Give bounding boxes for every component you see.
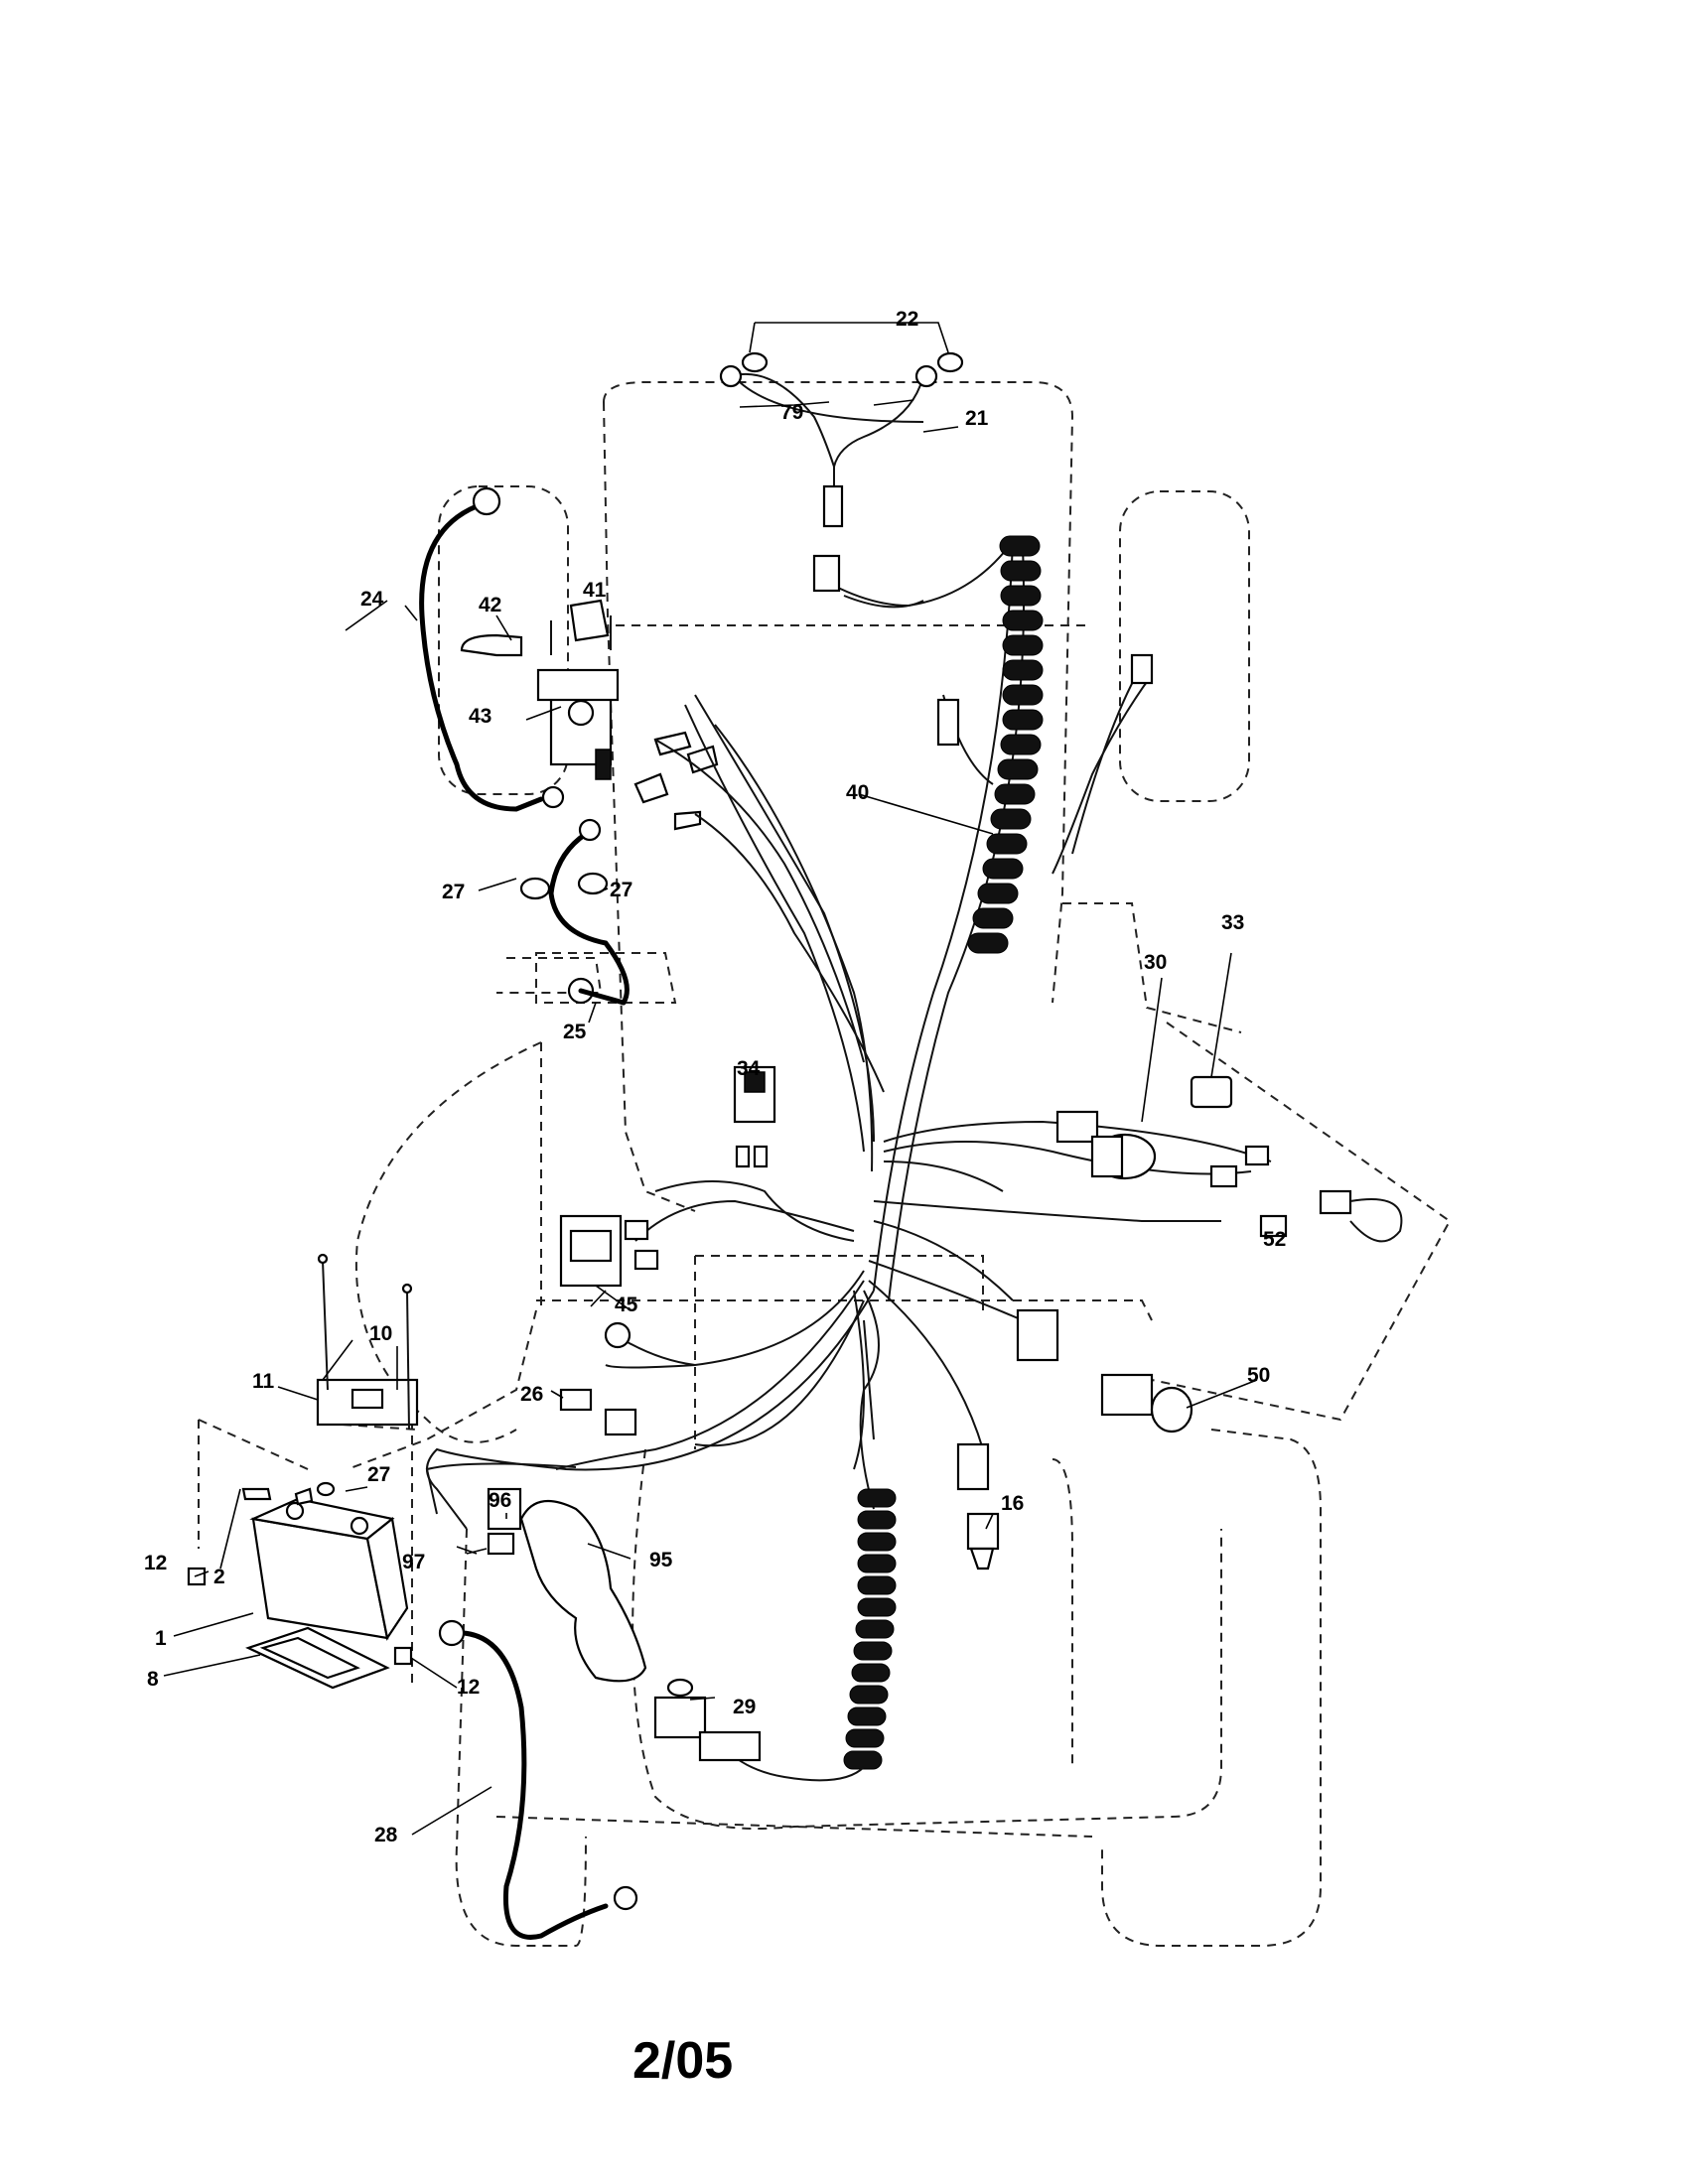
callout-1: 1: [155, 1627, 167, 1650]
callout-2: 2: [213, 1566, 225, 1588]
callout-79: 79: [780, 401, 803, 424]
callout-28: 28: [374, 1824, 398, 1846]
main-harness-40: [426, 535, 1288, 1782]
bracket-95-96-97: [466, 1487, 647, 1683]
date-code: 2/05: [632, 2032, 733, 2090]
solenoid-assembly: [419, 486, 719, 1006]
connector: [1244, 1145, 1270, 1166]
connector: [1055, 1110, 1099, 1144]
ring-terminal: [472, 486, 501, 516]
callout-52: 52: [1263, 1228, 1286, 1251]
callout-33: 33: [1221, 911, 1244, 934]
callout-8: 8: [147, 1668, 159, 1691]
module-45: [559, 1214, 632, 1311]
boot-42: [460, 633, 523, 657]
callout-25: 25: [563, 1021, 587, 1043]
ring-terminal-lead: [425, 1462, 638, 1940]
leader-lines: [163, 399, 1258, 1836]
callout-34: 34: [737, 1057, 761, 1080]
callout-12: 12: [144, 1552, 167, 1574]
callout-45: 45: [615, 1294, 638, 1316]
headlight-connector: [822, 484, 844, 528]
callout-29: 29: [733, 1696, 756, 1718]
ring-terminal: [604, 1321, 632, 1349]
callout-40: 40: [846, 781, 869, 804]
callout-43: 43: [469, 705, 491, 728]
nut-27: [519, 877, 551, 900]
bracket-41: [569, 599, 610, 642]
headlight-harness: [719, 322, 964, 528]
connector-16: [956, 1442, 990, 1491]
switch-50: [1100, 1373, 1193, 1433]
solenoid-plate: [536, 668, 620, 702]
switch-34: [733, 1065, 776, 1168]
callout-22: 22: [896, 308, 918, 331]
callout-labels: 22 79 21 24 42 41 43 40 27 27 25 33 30 3…: [144, 308, 1286, 1846]
battery-box-11: [316, 1253, 419, 1431]
regulator-33: [1190, 952, 1233, 1109]
ignition-switch-30: [1090, 977, 1163, 1180]
callout-95: 95: [649, 1549, 673, 1571]
battery-1: [249, 1497, 409, 1641]
connector: [633, 1249, 659, 1271]
callout-21: 21: [965, 407, 989, 430]
harness-coil-lower: [843, 1488, 897, 1770]
tray-8: [245, 1626, 390, 1690]
callout-12: 12: [457, 1676, 480, 1699]
switch-29: [653, 1678, 762, 1762]
nut-27: [577, 872, 609, 895]
connector: [1130, 653, 1154, 685]
callout-26: 26: [520, 1383, 543, 1406]
connector: [1209, 1164, 1238, 1188]
tractor-outline: [198, 381, 1452, 1947]
callout-27: 27: [367, 1463, 390, 1486]
connector: [624, 1219, 649, 1241]
connector: [1259, 1214, 1288, 1238]
callout-10: 10: [369, 1322, 392, 1345]
switch-16: [966, 1512, 1000, 1570]
callout-16: 16: [1001, 1492, 1024, 1515]
connector: [936, 698, 960, 747]
bulb-socket-right: [914, 364, 938, 388]
callout-41: 41: [583, 579, 607, 602]
bulb-right-icon: [936, 351, 964, 373]
callout-50: 50: [1247, 1364, 1270, 1387]
callout-11: 11: [252, 1370, 275, 1393]
bulb-socket-left: [719, 364, 743, 388]
ring-terminal: [541, 785, 565, 809]
fuse-52: [1319, 1189, 1403, 1243]
callout-30: 30: [1144, 951, 1167, 974]
callout-96: 96: [489, 1489, 511, 1512]
callout-24: 24: [360, 588, 384, 611]
callout-27: 27: [442, 881, 465, 903]
callout-97: 97: [402, 1551, 425, 1573]
connector: [812, 554, 841, 593]
connector: [1016, 1308, 1059, 1362]
bulb-left-icon: [741, 351, 769, 373]
connector-26: [559, 1388, 637, 1436]
callout-27: 27: [610, 879, 632, 901]
callout-42: 42: [479, 594, 501, 616]
harness-coil-upper: [967, 535, 1044, 954]
